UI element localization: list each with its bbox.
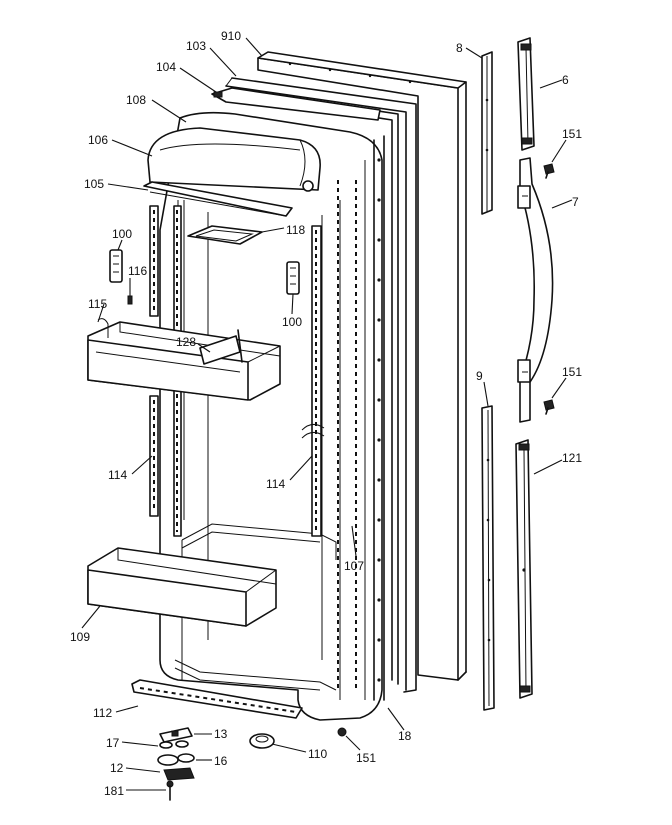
callout-8: 8 (456, 41, 463, 55)
handle-cap-lower (515, 439, 533, 699)
breaker-strip-top (211, 87, 381, 121)
handle-cap-upper (517, 37, 535, 151)
dairy-compartment-door (147, 127, 321, 192)
callout-151-mid: 151 (562, 365, 582, 379)
hinge-cam (163, 767, 195, 781)
handle-trim-upper (481, 51, 493, 215)
callout-9: 9 (476, 369, 483, 383)
lower-door-bin (87, 547, 277, 627)
screw-bottom (337, 727, 347, 737)
dairy-housing (143, 181, 293, 217)
bin-divider (199, 329, 243, 365)
handle-screw-upper (543, 163, 555, 179)
callout-100-right: 100 (282, 315, 302, 329)
callout-116: 116 (128, 264, 147, 278)
leader-lines (81, 37, 573, 791)
callout-100-left: 100 (112, 227, 132, 241)
handle-screw-lower (543, 399, 555, 415)
callout-103: 103 (186, 39, 206, 53)
callout-107: 107 (344, 559, 364, 573)
handle-trim-lower (481, 405, 495, 711)
callout-151-top: 151 (562, 127, 582, 141)
clip-screw (127, 295, 133, 305)
callout-106: 106 (88, 133, 108, 147)
callout-115: 115 (88, 297, 107, 311)
callout-18: 18 (398, 729, 412, 743)
callout-labels: 910 103 104 108 106 105 100 116 118 100 … (70, 29, 582, 798)
callout-12: 12 (110, 761, 124, 775)
callout-128: 128 (176, 335, 196, 349)
callout-16: 16 (214, 754, 228, 768)
callout-910: 910 (221, 29, 241, 43)
callout-105: 105 (84, 177, 104, 191)
callout-104: 104 (156, 60, 176, 74)
door-handle (517, 157, 554, 423)
shelf-clip-left (109, 249, 123, 283)
callout-110: 110 (308, 747, 327, 761)
door-stop (249, 733, 275, 749)
callout-118: 118 (286, 223, 305, 237)
callout-6: 6 (562, 73, 569, 87)
callout-112: 112 (93, 706, 112, 720)
callout-114-right: 114 (266, 477, 285, 491)
hinge-pin (157, 753, 195, 766)
hinge-bushing (159, 740, 189, 749)
bottom-trim-strip (131, 679, 303, 719)
callout-151-bottom: 151 (356, 751, 376, 765)
shelf-clip-right (286, 261, 300, 295)
callout-108: 108 (126, 93, 146, 107)
outer-door-panel (257, 51, 467, 681)
callout-17: 17 (106, 736, 120, 750)
callout-13: 13 (214, 727, 228, 741)
callout-114-left: 114 (108, 468, 127, 482)
callout-7: 7 (572, 195, 579, 209)
callout-109: 109 (70, 630, 90, 644)
hinge-bracket (159, 727, 193, 743)
callout-181: 181 (104, 784, 124, 798)
hinge-screw (166, 780, 174, 801)
shelf-rail-right (301, 225, 325, 537)
callout-121: 121 (562, 451, 582, 465)
